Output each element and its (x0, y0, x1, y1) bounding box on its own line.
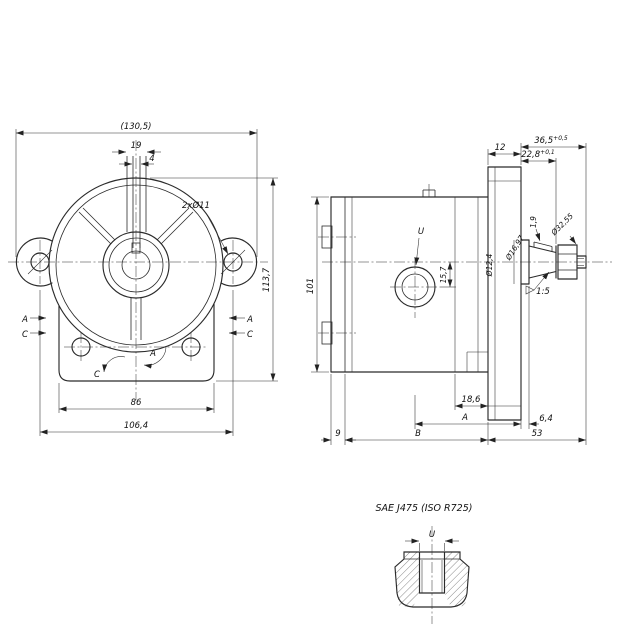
front-centerlines (8, 140, 268, 400)
dia-shaft-small-label: Ø12,4 (485, 253, 494, 277)
detail-title: SAE J475 (ISO R725) (376, 503, 473, 514)
taper-flag-icon (525, 285, 535, 295)
dim-keyway-width-label: 4 (149, 154, 154, 164)
rotation-arrow-c (102, 356, 126, 373)
dim-b-label: B (415, 429, 421, 439)
cover-bolt-top (321, 225, 333, 249)
dim-key-height-label: 1,9 (529, 216, 538, 228)
rotation-c-label: C (94, 370, 100, 380)
dim-pilot-label: 6,4 (539, 414, 553, 424)
front-outline (15, 156, 258, 382)
dim-rear-cover-label: 18,6 (462, 395, 482, 405)
side-centerlines (318, 236, 612, 334)
dim-a-label: A (461, 413, 468, 423)
left-ear (15, 237, 53, 287)
side-view: U 12 36,5+0,5 22,8+0,1 1,9 101 (306, 135, 612, 445)
dim-overall-height-label: 113,7 (262, 267, 272, 292)
detail-port-label: U (429, 530, 436, 540)
side-port-label: U (418, 227, 425, 237)
side-port-outer (394, 266, 436, 308)
port-hole-left (71, 337, 91, 357)
holes-callout-label: 2xØ11 (182, 200, 210, 211)
hub-boss-circle (102, 231, 170, 299)
dim-front-cover-label: 9 (335, 429, 340, 439)
dim-shaft-total-label: 53 (532, 429, 543, 439)
dia-thread-label: Ø32,55 (549, 211, 576, 238)
dim-hub-width-label: 19 (131, 141, 142, 151)
detail-hatch-left (395, 552, 420, 607)
dim-body-height-label: 101 (306, 278, 316, 294)
cover-bolt-bottom (321, 321, 333, 345)
section-c-left-label: C (22, 330, 28, 340)
dim-shaft-length-label: 36,5+0,5 (534, 135, 568, 146)
port-hole-right (181, 337, 201, 357)
side-outline (321, 166, 587, 421)
dim-base-width-label: 106,4 (124, 421, 148, 431)
front-view: A C A C A C (130,5) 19 4 (8, 122, 278, 436)
shaft-section (121, 250, 151, 280)
side-dimensions: U 12 36,5+0,5 22,8+0,1 1,9 101 (306, 135, 587, 445)
front-dimensions: (130,5) 19 4 2xØ11 113,7 86 (15, 122, 278, 436)
dia-taper-major-label: Ø16,97 (503, 233, 526, 262)
flange-inner-circle (55, 184, 217, 346)
detail-outline (394, 551, 470, 608)
mount-hole-right (223, 252, 243, 272)
hub-step-circle (108, 237, 164, 293)
side-port-inner (401, 273, 429, 301)
dim-flange-thickness-label: 12 (495, 143, 506, 153)
dim-taper-length-label: 22,8+0,1 (521, 149, 555, 160)
bottom-flange (58, 303, 215, 382)
right-ear (220, 237, 258, 287)
front-section-markers: A C A C A C (21, 315, 253, 380)
taper-ratio-label: 1:5 (536, 287, 550, 297)
mount-hole-left (30, 252, 50, 272)
dim-port-face-width-label: 86 (131, 398, 142, 408)
detail-hatch-right (444, 552, 469, 607)
rotation-arrow-a (143, 345, 167, 369)
section-a-right-label: A (246, 315, 253, 325)
section-a-left-label: A (21, 315, 28, 325)
dim-overall-width-label: (130,5) (121, 122, 152, 132)
rotation-a-label: A (149, 349, 156, 359)
dim-port-offset-label: 15,7 (439, 266, 448, 283)
section-c-right-label: C (247, 330, 253, 340)
spline-detail-view: SAE J475 (ISO R725) U (376, 503, 473, 624)
